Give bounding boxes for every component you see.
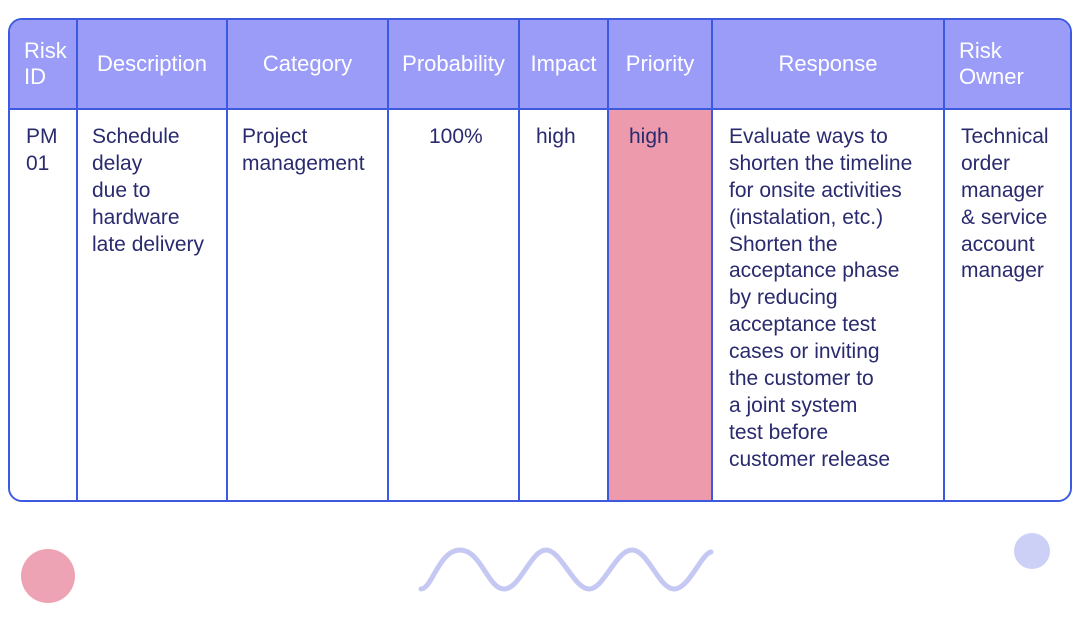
column-header-priority-label: Priority [625,50,695,76]
column-header-response[interactable]: Response [711,20,945,110]
table-header: Risk ID Description Category Probability… [10,20,1070,110]
wavy-line-path [418,547,714,592]
cell-category-value: Project management [242,125,365,175]
table-body: PM 01 Schedule delay due to hardware lat… [10,109,1070,500]
cell-impact-value: high [536,125,576,148]
column-header-risk-id-label: Risk ID [24,37,67,89]
risk-register-table-container: Risk ID Description Category Probability… [8,18,1072,502]
column-header-risk-owner-label: Risk Owner [959,37,1024,89]
cell-risk-id-value: PM 01 [26,125,58,175]
cell-risk-owner-value: Technical order manager & service accoun… [961,125,1049,283]
cell-risk-id[interactable]: PM 01 [10,109,78,500]
cell-response-value: Evaluate ways to shorten the timeline fo… [729,125,913,471]
column-header-impact-label: Impact [530,50,597,76]
column-header-probability-label: Probability [402,50,505,76]
table-header-row: Risk ID Description Category Probability… [10,20,1070,110]
cell-description-value: Schedule delay due to hardware late deli… [92,125,205,256]
cell-priority-value: high [629,125,669,148]
column-header-category-label: Category [262,50,353,76]
cell-probability-value: 100% [429,125,483,148]
column-header-description-label: Description [96,50,208,76]
cell-category[interactable]: Project management [226,109,389,500]
risk-register-table: Risk ID Description Category Probability… [10,20,1070,500]
cell-risk-owner[interactable]: Technical order manager & service accoun… [943,109,1070,500]
table-row[interactable]: PM 01 Schedule delay due to hardware lat… [10,109,1070,500]
column-header-description[interactable]: Description [76,20,228,110]
wavy-line-decoration [418,547,714,592]
column-header-impact[interactable]: Impact [518,20,609,110]
cell-response[interactable]: Evaluate ways to shorten the timeline fo… [711,109,945,500]
cell-description[interactable]: Schedule delay due to hardware late deli… [76,109,228,500]
column-header-priority[interactable]: Priority [607,20,713,110]
pink-circle-decoration [21,549,75,603]
column-header-response-label: Response [778,50,878,76]
lavender-circle-decoration [1014,533,1050,569]
column-header-risk-id[interactable]: Risk ID [10,20,78,110]
column-header-risk-owner[interactable]: Risk Owner [943,20,1070,110]
cell-priority[interactable]: high [607,109,713,500]
cell-probability[interactable]: 100% [387,109,520,500]
cell-impact[interactable]: high [518,109,609,500]
column-header-probability[interactable]: Probability [387,20,520,110]
column-header-category[interactable]: Category [226,20,389,110]
